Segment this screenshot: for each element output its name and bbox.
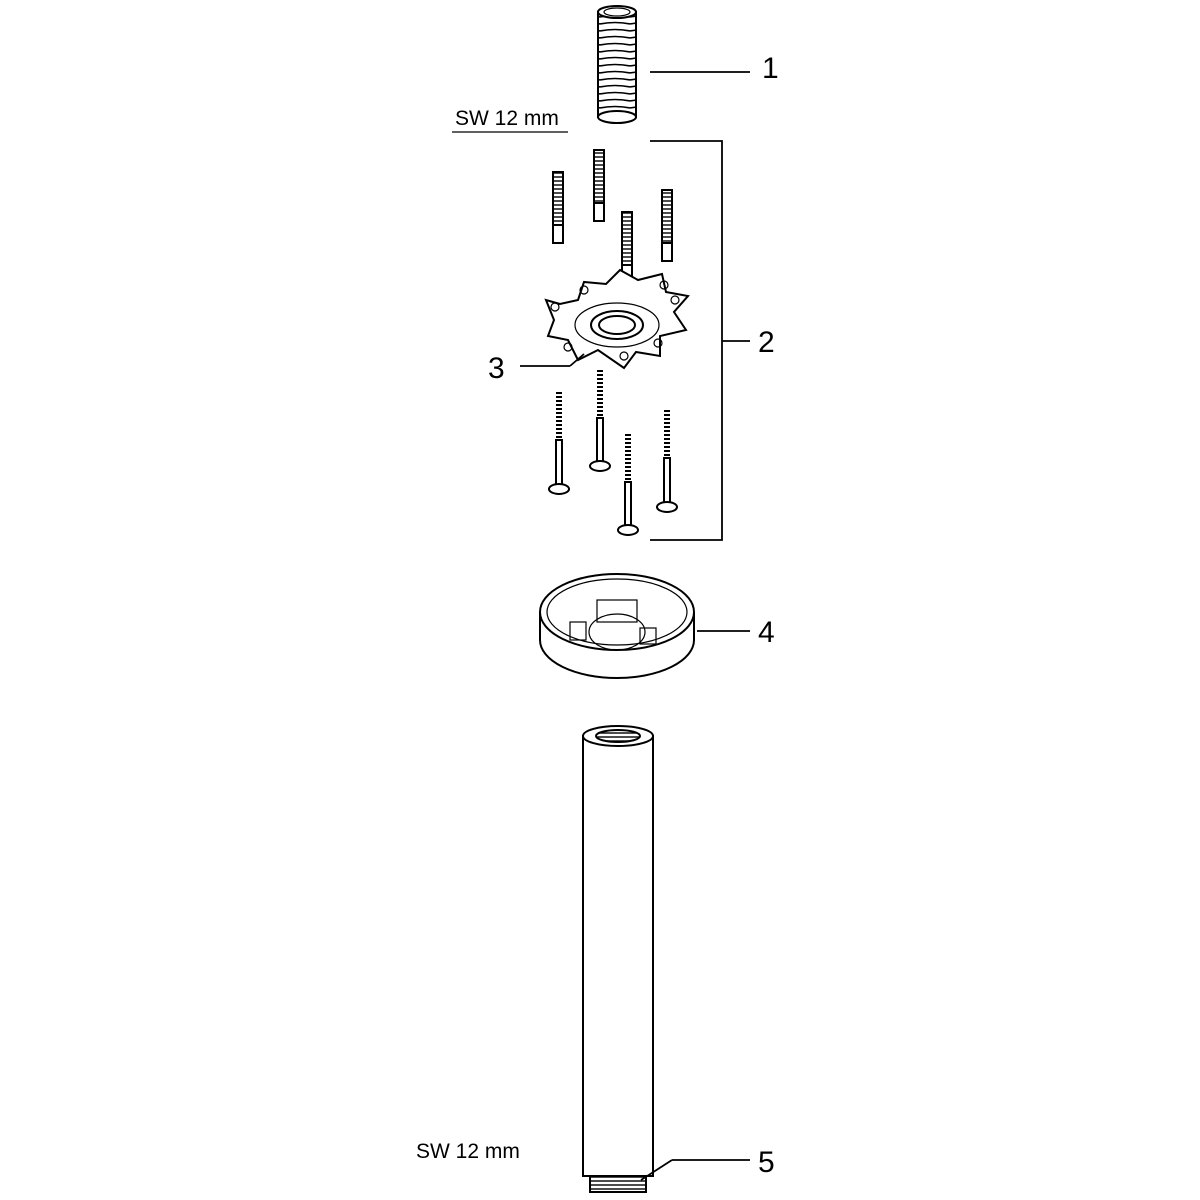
wall-plug-1 bbox=[552, 171, 564, 244]
tool-label-bottom: SW 12 mm bbox=[416, 1140, 520, 1163]
leader-line-5-angle bbox=[640, 1159, 673, 1181]
tool-label-top: SW 12 mm bbox=[455, 107, 559, 130]
mounting-flange-part bbox=[544, 268, 690, 370]
screw-3 bbox=[617, 434, 639, 536]
screw-2 bbox=[589, 370, 611, 472]
callout-1: 1 bbox=[762, 52, 779, 85]
wall-plug-2 bbox=[593, 149, 605, 222]
screw-4 bbox=[656, 410, 678, 513]
wall-plug-4 bbox=[661, 189, 673, 262]
ceiling-pipe-part bbox=[582, 725, 654, 1193]
hex-key-tool-bottom bbox=[452, 1132, 561, 1173]
screw-1 bbox=[548, 392, 570, 495]
callout-3: 3 bbox=[488, 352, 505, 385]
callout-4: 4 bbox=[758, 616, 775, 649]
threaded-nipple-part bbox=[597, 5, 637, 124]
cover-cap-part bbox=[539, 573, 695, 679]
callout-5: 5 bbox=[758, 1146, 775, 1179]
callout-2: 2 bbox=[758, 326, 775, 359]
hex-key-tool-top bbox=[452, 100, 577, 140]
